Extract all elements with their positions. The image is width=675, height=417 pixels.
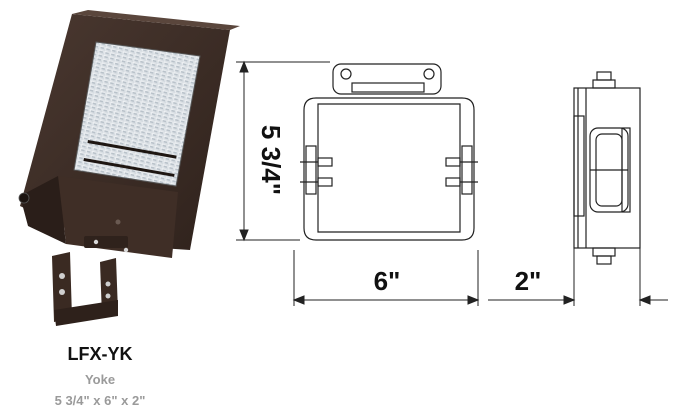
model-name: LFX-YK [67, 344, 133, 364]
height-label: 5 3/4" [256, 125, 286, 195]
led-lens [73, 41, 201, 187]
height-dimension [236, 60, 330, 242]
yoke-bracket [52, 252, 118, 326]
mount-type: Yoke [84, 372, 116, 387]
width-label: 6" [374, 266, 401, 296]
depth-dimension [488, 248, 668, 306]
dimensions-text: 5 3/4" x 6" x 2" [54, 393, 146, 408]
front-view-drawing [300, 63, 478, 241]
depth-label: 2" [515, 266, 542, 296]
side-view-drawing [573, 71, 641, 265]
fixture-photo [18, 10, 240, 326]
width-dimension [292, 250, 480, 306]
